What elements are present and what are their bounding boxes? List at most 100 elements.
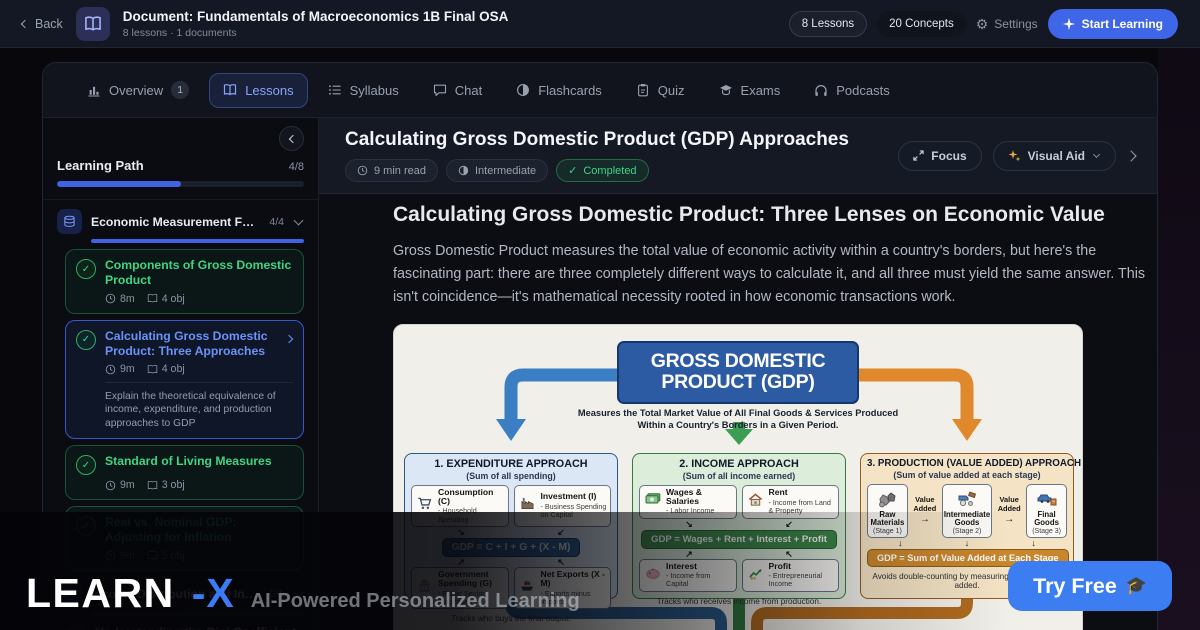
lesson-title: Components of Gross Domestic Product [105,258,292,288]
raw-materials-card: Raw Materials (Stage 1) [867,483,908,538]
check-icon: ✓ [568,165,578,177]
tab-label: Exams [740,82,781,98]
value-added-arrow: Value Added → [913,495,937,525]
lesson-item-components-of-gdp[interactable]: ✓ Components of Gross Domestic Product 8… [65,249,304,314]
document-subtitle: 8 lessons · 1 documents [122,26,237,39]
app-card: Overview 1 Lessons Syllabus Chat Flashca… [42,62,1158,630]
clock-icon [105,293,116,304]
concepts-count-chip: 20 Concepts [877,10,966,37]
clock-icon [105,480,116,490]
income-formula: GDP = Wages + Rent + Interest + Profit [641,529,837,549]
start-learning-button[interactable]: Start Learning [1047,8,1178,39]
lesson-title-heading: Calculating Gross Domestic Product (GDP)… [345,129,849,150]
growth-chart-icon [746,565,765,585]
check-circle-icon: ✓ [76,329,96,350]
focus-button[interactable]: Focus [898,140,982,171]
section-progress-bar [91,239,304,243]
value-added-arrow: Value Added → [997,495,1021,525]
lesson-time: 9m [120,479,135,492]
document-book-icon [75,6,110,41]
wages-card: Wages & Salaries- Labor Income [639,484,737,519]
start-learning-label: Start Learning [1081,16,1163,31]
lesson-main-panel: Calculating Gross Domestic Product (GDP)… [319,118,1157,630]
tab-label: Chat [454,82,483,98]
level-badge: Intermediate [445,159,549,182]
arrows-down: ↘↙ [457,526,565,537]
bar-chart-icon [88,86,100,97]
investment-card: Investment (I)- Business Spending on Cap… [513,484,611,527]
lessons-count-chip: 8 Lessons [788,10,868,37]
lesson-item-calculating-gdp[interactable]: ✓ Calculating Gross Domestic Product: Th… [65,319,304,440]
book-icon [147,480,157,490]
intermediate-goods-card: Intermediate Goods (Stage 2) [941,483,993,538]
document-title: Document: Fundamentals of Macroeconomics… [122,8,509,24]
overview-badge: 1 [171,81,190,99]
arrows-up: ↗↖ [457,556,565,567]
graduation-cap-icon [719,85,732,96]
sidebar-collapse-button[interactable] [279,126,304,151]
lesson-title: Standard of Living Measures [105,454,272,469]
section-count: 4/4 [269,215,284,228]
expenditure-formula: GDP = C + I + G + (X - M) [441,537,581,557]
lesson-item-real-vs-nominal-gdp[interactable]: ✓ Real vs. Nominal GDP: Adjusting for In… [65,506,304,571]
learning-path-progress-bar [57,181,304,187]
rent-card: Rent- Income from Land & Property [741,484,839,519]
document-titles: Document: Fundamentals of Macroeconomics… [123,9,509,39]
article-paragraph: Gross Domestic Product measures the tota… [393,242,1146,305]
check-circle-icon: ✓ [76,259,96,279]
tab-label: Overview [109,82,164,98]
next-lesson-chevron[interactable] [1125,149,1137,162]
house-icon [746,492,765,512]
intermediate-goods-icon [944,487,990,511]
headphones-icon [815,85,827,96]
brand-learn: LEARN [26,570,175,616]
lesson-time: 8m [120,292,135,305]
article-heading: Calculating Gross Domestic Product: Thre… [393,203,1105,226]
settings-button[interactable]: ⚙ Settings [976,17,1038,31]
tab-chat[interactable]: Chat [419,73,496,108]
lesson-number-badge: 1 [65,624,86,630]
arrows-down: ↓↓↓ [898,537,1036,548]
lesson-item-gini-coefficient[interactable]: 1 Understanding the Gini Coefficient 10m… [65,624,304,630]
gdp-title-box: GROSS DOMESTIC PRODUCT (GDP) [617,340,859,405]
tab-lessons[interactable]: Lessons [209,72,308,108]
final-goods-icon [1028,487,1065,511]
tab-exams[interactable]: Exams [705,73,795,108]
tab-podcasts[interactable]: Podcasts [800,73,903,108]
visual-aid-button[interactable]: Visual Aid [992,140,1116,171]
sidebar-section-economic-measurement[interactable]: Economic Measurement Foundations 4/4 [57,209,304,234]
raw-materials-icon [869,487,906,511]
brand-x: -X [191,570,235,616]
tab-quiz[interactable]: Quiz [622,73,699,108]
check-circle-icon: ✓ [76,455,96,476]
book-icon [147,551,157,560]
tab-label: Lessons [245,82,294,98]
read-time-badge: 9 min read [345,159,438,182]
lesson-objectives: 4 obj [161,292,185,305]
brand-watermark: LEARN -X AI-Powered Personalized Learnin… [26,570,580,617]
tab-syllabus[interactable]: Syllabus [314,73,413,108]
half-circle-icon [458,165,469,176]
back-button[interactable]: Back [20,16,63,31]
income-approach-panel: 2. INCOME APPROACH (Sum of all income ea… [632,452,846,606]
clock-icon [105,550,116,561]
lesson-item-standard-of-living[interactable]: ✓ Standard of Living Measures 9m 3 obj [65,445,304,501]
section-label: Economic Measurement Foundations [91,214,260,229]
piggy-bank-icon [643,566,662,585]
learning-path-sidebar: Learning Path 4/8 Economic Measurement F… [43,118,319,630]
try-free-button[interactable]: Try Free 🎓 [1008,561,1172,611]
lesson-description: Explain the theoretical equivalence of i… [105,382,293,430]
list-icon [328,85,341,95]
tab-flashcards[interactable]: Flashcards [502,73,616,108]
half-circle-icon [517,84,530,96]
back-label: Back [35,16,63,31]
lesson-objectives: 3 obj [161,479,185,492]
page-right-margin [1158,48,1200,630]
tab-label: Podcasts [836,82,890,98]
chevron-down-icon [1092,150,1101,159]
settings-label: Settings [994,16,1038,31]
tab-overview[interactable]: Overview 1 [73,71,203,109]
arrows-down: ↘↙ [685,518,793,529]
income-caption: Tracks who receives income from producti… [656,596,822,606]
chevron-down-icon [293,215,304,225]
